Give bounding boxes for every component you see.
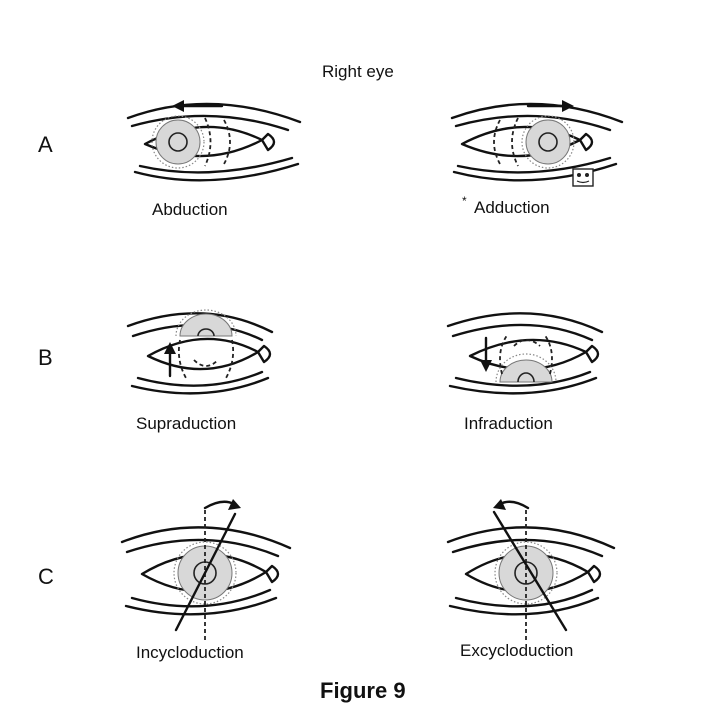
caption-abduction: Abduction — [152, 200, 228, 219]
arrow-down-icon — [480, 336, 492, 372]
caption-adduction: Adduction — [474, 198, 550, 217]
figure-caption: Figure 9 — [320, 678, 406, 703]
arrow-clockwise-icon — [203, 499, 241, 510]
eye-infraduction — [446, 312, 604, 395]
eye-excycloduction — [446, 499, 616, 640]
adduction-mark: * — [462, 194, 467, 208]
row-label-b: B — [38, 345, 53, 370]
caption-excycloduction: Excycloduction — [460, 641, 574, 660]
eye-abduction — [126, 100, 302, 182]
eye-supraduction — [126, 309, 274, 395]
diagram-title: Right eye — [322, 62, 394, 81]
arrow-left-icon — [172, 100, 224, 112]
caption-infraduction: Infraduction — [464, 414, 553, 433]
eye-adduction — [450, 100, 624, 187]
arrow-up-icon — [164, 342, 176, 378]
eye-incycloduction — [120, 499, 292, 640]
arrow-right-icon — [526, 100, 574, 112]
caption-incycloduction: Incycloduction — [136, 643, 244, 662]
row-label-a: A — [38, 132, 53, 157]
caption-supraduction: Supraduction — [136, 414, 237, 433]
row-label-c: C — [38, 564, 54, 589]
arrow-counterclockwise-icon — [493, 499, 530, 510]
